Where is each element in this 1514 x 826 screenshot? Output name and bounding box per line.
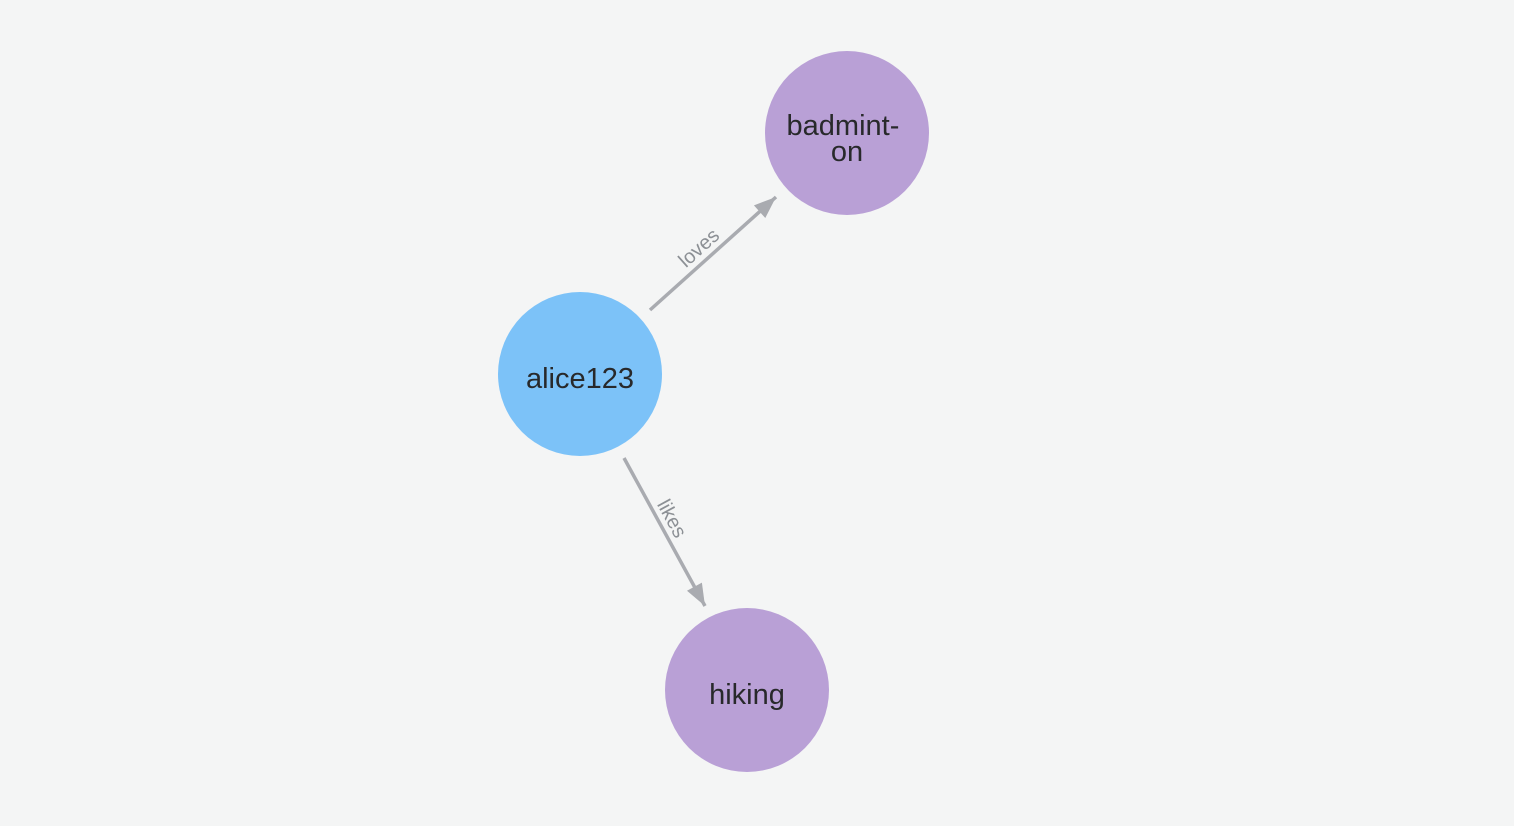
node-circle-alice123[interactable] (498, 292, 662, 456)
node-circle-hiking[interactable] (665, 608, 829, 772)
relationship-line-loves[interactable] (648, 195, 778, 312)
node-alice123: alice123 (498, 292, 662, 456)
node-hiking: hiking (665, 608, 829, 772)
node-badminton: badmint- on (765, 51, 929, 215)
relationship-line-likes[interactable] (622, 457, 707, 607)
node-circle-badminton[interactable] (765, 51, 929, 215)
